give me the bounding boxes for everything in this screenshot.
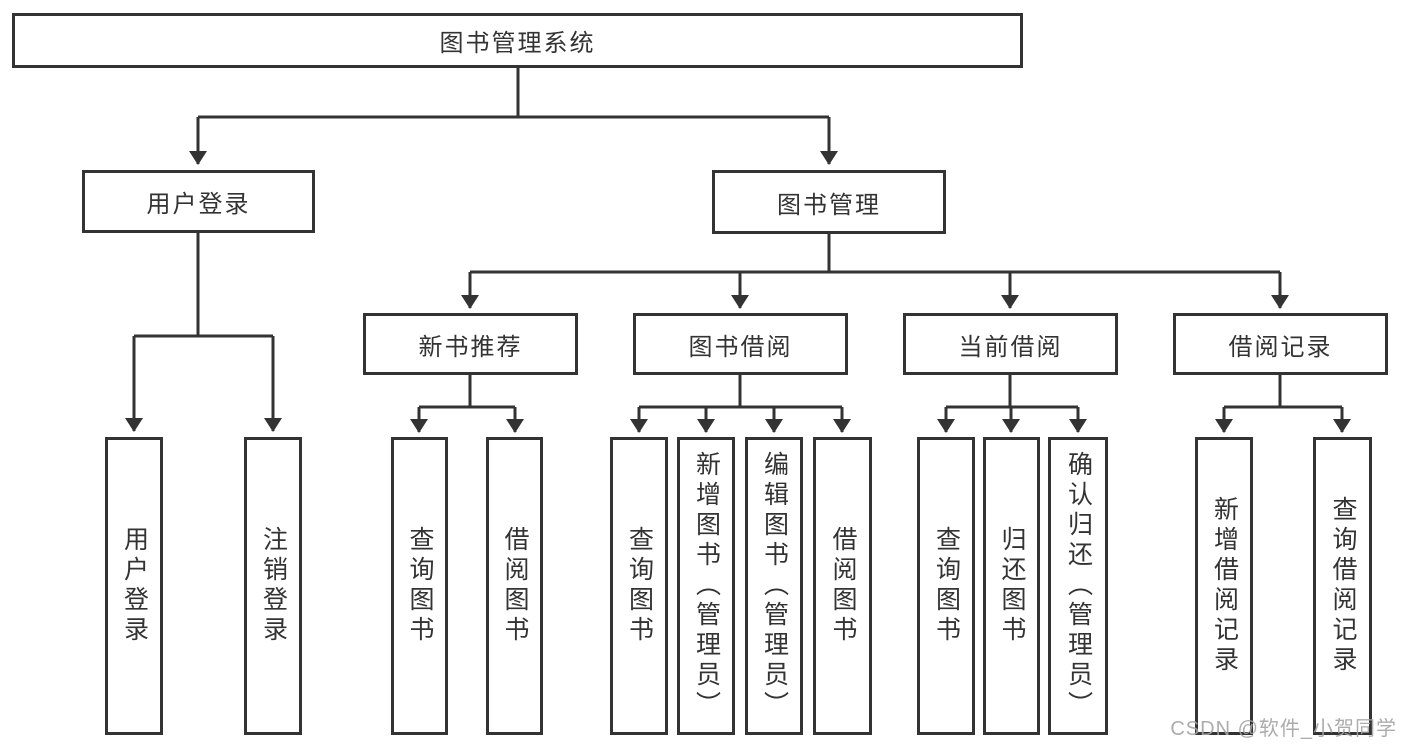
node-label: 用户登录 [146, 191, 251, 218]
node-label: 查询图书 [406, 526, 434, 646]
node-label: 确认归还（管理员） [1064, 451, 1093, 721]
node-query-books-current: 查询图书 [917, 437, 975, 735]
node-label: 借阅图书 [829, 526, 857, 646]
node-book-management: 图书管理 [712, 170, 946, 234]
node-user-login: 用户登录 [82, 170, 315, 233]
node-label: 用户登录 [120, 526, 149, 646]
node-label: 新增借阅记录 [1210, 496, 1239, 676]
node-new-book-recommend: 新书推荐 [363, 313, 578, 375]
node-label: 查询图书 [932, 526, 961, 646]
node-borrow-records: 借阅记录 [1173, 313, 1388, 375]
node-label: 查询借阅记录 [1329, 496, 1357, 676]
node-label: 图书借阅 [688, 333, 793, 361]
node-confirm-return-admin: 确认归还（管理员） [1048, 437, 1108, 735]
node-label: 编辑图书（管理员） [760, 451, 789, 721]
node-query-books-recommend: 查询图书 [391, 437, 448, 735]
node-label: 注销登录 [259, 526, 288, 646]
node-logout: 注销登录 [244, 437, 302, 735]
node-label: 新书推荐 [418, 333, 523, 361]
node-label: 当前借阅 [958, 333, 1063, 361]
node-label: 图书管理 [777, 191, 881, 219]
node-edit-books-admin: 编辑图书（管理员） [745, 437, 803, 735]
node-add-books-admin: 新增图书（管理员） [677, 437, 735, 735]
node-borrow-books-recommend: 借阅图书 [486, 437, 543, 735]
node-query-borrow-record: 查询借阅记录 [1313, 437, 1372, 735]
node-query-books-borrow: 查询图书 [610, 437, 668, 735]
node-borrow-books: 借阅图书 [813, 437, 872, 735]
node-label: 借阅图书 [501, 526, 529, 646]
node-label: 借阅记录 [1228, 333, 1333, 361]
node-current-borrow: 当前借阅 [903, 313, 1118, 375]
node-user-login-leaf: 用户登录 [105, 437, 163, 735]
node-label: 新增图书（管理员） [692, 451, 721, 721]
csdn-watermark: CSDN @软件_小贺同学 [1170, 718, 1397, 740]
node-label: 归还图书 [998, 526, 1026, 646]
node-book-borrow: 图书借阅 [633, 313, 848, 375]
node-library-management-system: 图书管理系统 [12, 13, 1023, 68]
node-return-books: 归还图书 [983, 437, 1040, 735]
node-label: 查询图书 [625, 526, 654, 646]
node-label: 图书管理系统 [439, 30, 596, 57]
node-add-borrow-record: 新增借阅记录 [1195, 437, 1253, 735]
